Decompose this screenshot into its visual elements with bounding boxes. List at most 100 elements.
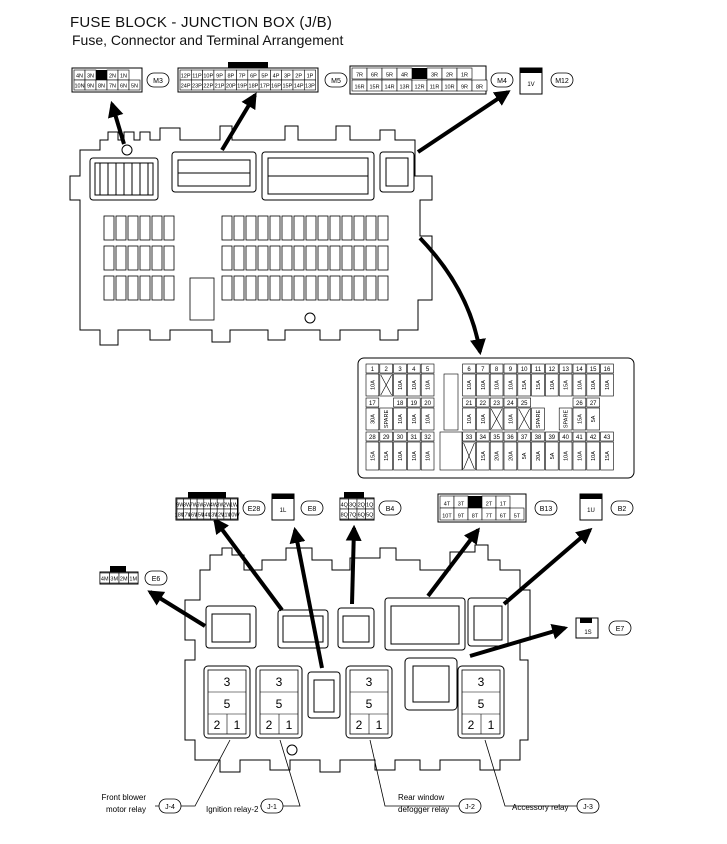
pin-label: 19P [237,84,247,90]
fuse-number-cell [600,431,614,442]
pin-label: 2T [486,502,493,508]
fuse-number: 2 [385,367,389,373]
connector-badge-label: B13 [540,506,553,513]
fuse-slot [489,373,504,397]
fuse-number-cell [489,363,504,374]
fuse-cavity [365,245,377,271]
fuse-slot [420,373,435,397]
fuse-number: 35 [493,435,500,441]
pin-label: 6R [371,73,378,79]
pin-cell-filled [96,70,107,80]
pin-label: 7P [239,74,246,80]
fuse-slot [517,441,531,471]
fuse-rating: 10A [467,380,473,390]
upper-fuse-cavities [103,215,389,324]
pin-label: 1M [129,577,137,583]
relay-label: motor relay [106,805,146,814]
pin-label: 3Q [349,503,357,509]
relay-pin: 3 [276,675,283,689]
fuse-cavity [221,215,233,241]
fuse-number-cell [476,431,490,442]
fuse-number-cell [558,431,573,442]
fuse-number: 11 [535,367,542,373]
fuse-cavity [293,215,305,241]
connector-badge-label: B4 [386,506,395,513]
fuse-number: 16 [604,367,611,373]
fuse-number: 12 [548,367,555,373]
fuse-number-cell [545,431,559,442]
fuse-number: 10 [521,367,528,373]
connector-badge [324,72,348,88]
fuse-number-cell [476,363,490,374]
pin-label: 18P [249,84,259,90]
pin-label: 5P [261,74,268,80]
fuse-number-cell [379,363,393,374]
relay-pin: 3 [224,675,231,689]
fuse-slot [586,441,600,471]
fuse-rating: 15A [384,451,390,461]
fuse-number-cell [462,431,476,442]
connector-badge-label: B2 [618,506,627,513]
connector-key [272,494,294,499]
connector-badge-label: E7 [616,626,625,633]
fuse-number: 28 [369,435,376,441]
fuse-rating: 10A [426,414,432,424]
fuse-rating: 10A [412,451,418,461]
relay-body [203,665,251,739]
pin-label: 12R [414,85,424,91]
fuse-slot [503,373,518,397]
pin-label: 8P [227,74,234,80]
lower-arrows [147,517,593,669]
pin-label: 6T [500,514,507,520]
fuse-number: 3 [398,367,402,373]
fuse-number: 13 [562,367,569,373]
fuse-cavity [377,245,389,271]
fuse-slot [462,373,476,397]
fuse-rating: 10A [591,380,597,390]
fuse-number: 39 [548,435,555,441]
connector-key [580,494,602,499]
pin-label: 9P [216,74,223,80]
pin-label: 1W [230,503,239,509]
pin-label: 6Q [358,513,366,519]
pin-label: 15P [282,84,292,90]
pin-cell-filled [412,68,427,79]
fuse-rating: 10A [426,451,432,461]
connector-badge-label: J-1 [267,804,277,811]
fuse-cavity [269,215,281,241]
fuse-slot [558,373,573,397]
fuse-cavity [221,245,233,271]
page-title: FUSE BLOCK - JUNCTION BOX (J/B) [70,14,333,31]
upper-connector-m5 [171,151,257,193]
fuse-cavity [139,245,151,271]
fuse-number-cell [586,363,600,374]
pin-label: 2N [109,74,116,80]
pin-label: 14P [294,84,304,90]
pin-label: 3M [110,577,118,583]
fuse-number: 7 [481,367,485,373]
lower-connector-misc [307,671,341,719]
mounting-hole [304,312,316,324]
pin-label: 17P [260,84,270,90]
pin-label: 1S [584,630,591,636]
pin-label: 6N [120,84,127,90]
connector-key [580,618,592,623]
fuse-cavity [353,275,365,301]
fuse-slot [600,373,614,397]
fuse-rating: 10A [481,380,487,390]
connector-badge [534,500,558,516]
fuse-slot [365,441,380,471]
mounting-hole [286,744,298,756]
empty-slot-mark [463,442,475,470]
connector-badge [378,500,402,516]
pin-label: 24P [181,84,191,90]
fuse-cavity [127,275,139,301]
pin-label: 4N [76,74,83,80]
lower-connector-e28 [277,609,329,649]
upper-connector-m12 [379,151,415,193]
relay-label: Rear window [398,793,444,802]
fuse-number-cell [462,397,476,408]
fuse-rating: 15A [536,380,542,390]
